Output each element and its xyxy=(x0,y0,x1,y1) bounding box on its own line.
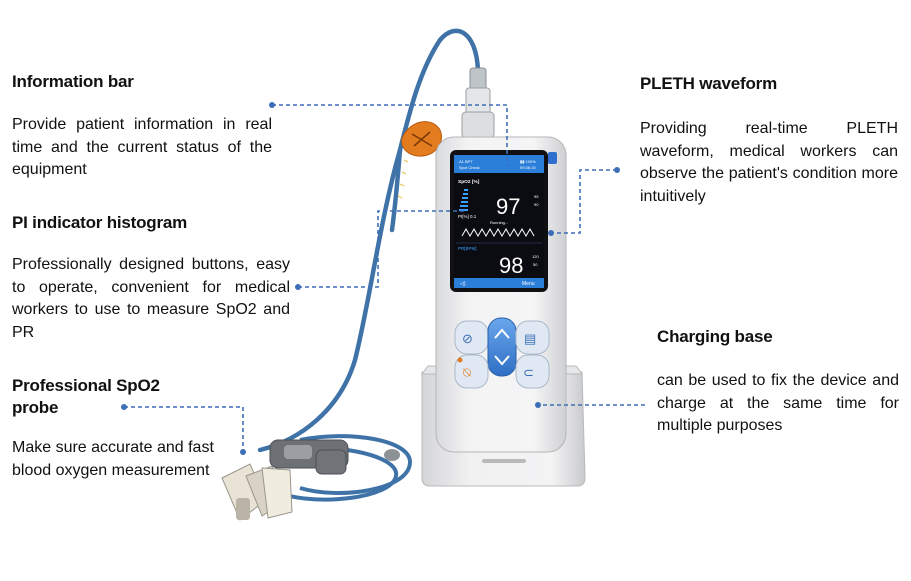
callout-pleth-waveform: PLETH waveform Providing real-time PLETH… xyxy=(640,73,898,208)
leader-dots xyxy=(121,102,620,455)
callout-body: can be used to fix the device and charge… xyxy=(657,372,899,434)
spo2-value: 97 xyxy=(496,194,520,219)
callout-body: Provide patient information in real time… xyxy=(12,116,272,178)
pi-label: PI[%] 0.1 xyxy=(458,214,477,219)
leader-probe xyxy=(124,406,244,452)
callout-title-line2: probe xyxy=(12,398,59,417)
spo2-label: SpO2 [%] xyxy=(458,179,480,185)
callout-body: Professionally designed buttons, easy to… xyxy=(12,256,290,341)
alarm-mute-icon: ⍉ xyxy=(463,365,471,380)
callout-title: PI indicator histogram xyxy=(12,213,188,232)
callout-information-bar: Information bar Provide patient informat… xyxy=(12,71,272,182)
spo2-upper-limit: 95 xyxy=(534,194,539,199)
down-arrow-icon xyxy=(494,355,510,366)
callout-title: PLETH waveform xyxy=(640,74,778,93)
callout-pi-histogram: PI indicator histogram Professionally de… xyxy=(12,212,290,344)
leader-pleth xyxy=(551,169,617,234)
svg-text:▮▮ 100%: ▮▮ 100% xyxy=(520,159,536,164)
pr-upper-limit: 120 xyxy=(532,254,539,259)
pleth-waveform xyxy=(461,227,535,238)
sound-icon: ◁) xyxy=(460,281,466,287)
screen-contents: SpO2 [%] 97 95 90 PI[%] 0.1 Running... P… xyxy=(456,179,542,287)
pr-lower-limit: 50 xyxy=(533,262,538,267)
svg-text:Spot Check: Spot Check xyxy=(459,165,480,170)
probe-connector xyxy=(461,67,495,139)
status-text: Running... xyxy=(490,220,508,225)
callout-body: Make sure accurate and fast blood oxygen… xyxy=(12,439,214,479)
mode-button[interactable] xyxy=(515,354,550,389)
finger-probes xyxy=(221,434,413,521)
callout-title: Charging base xyxy=(657,327,773,346)
callout-body: Providing real-time PLETH waveform, medi… xyxy=(640,120,898,205)
record-button[interactable] xyxy=(515,320,550,355)
up-down-rocker[interactable] xyxy=(487,317,517,377)
cable-stripes xyxy=(397,159,409,199)
button-panel: ⊘ ▤ ⍉ ⊂ xyxy=(454,317,550,389)
menu-label: Menu xyxy=(522,281,535,287)
callout-probe: Professional SpO2 probe Make sure accura… xyxy=(12,375,232,482)
alarm-mute-button[interactable] xyxy=(454,354,489,389)
svg-text:09:36:15: 09:36:15 xyxy=(520,165,536,170)
callout-title: Information bar xyxy=(12,72,134,91)
svg-text:A1 BPT: A1 BPT xyxy=(459,159,473,164)
spo2-lower-limit: 90 xyxy=(534,202,539,207)
callout-title-line1: Professional SpO2 xyxy=(12,376,160,395)
pr-label: PR[BPM] xyxy=(458,246,477,251)
callout-charging-base: Charging base can be used to fix the dev… xyxy=(657,326,899,438)
settings-icon: ⊘ xyxy=(462,331,473,346)
document-icon: ▤ xyxy=(524,331,536,346)
pr-value: 98 xyxy=(499,253,523,278)
up-arrow-icon xyxy=(494,328,510,339)
leader-info-bar xyxy=(272,104,508,166)
pi-histogram-bars xyxy=(459,189,468,211)
mode-icon: ⊂ xyxy=(523,365,534,380)
leader-lines xyxy=(124,104,645,452)
